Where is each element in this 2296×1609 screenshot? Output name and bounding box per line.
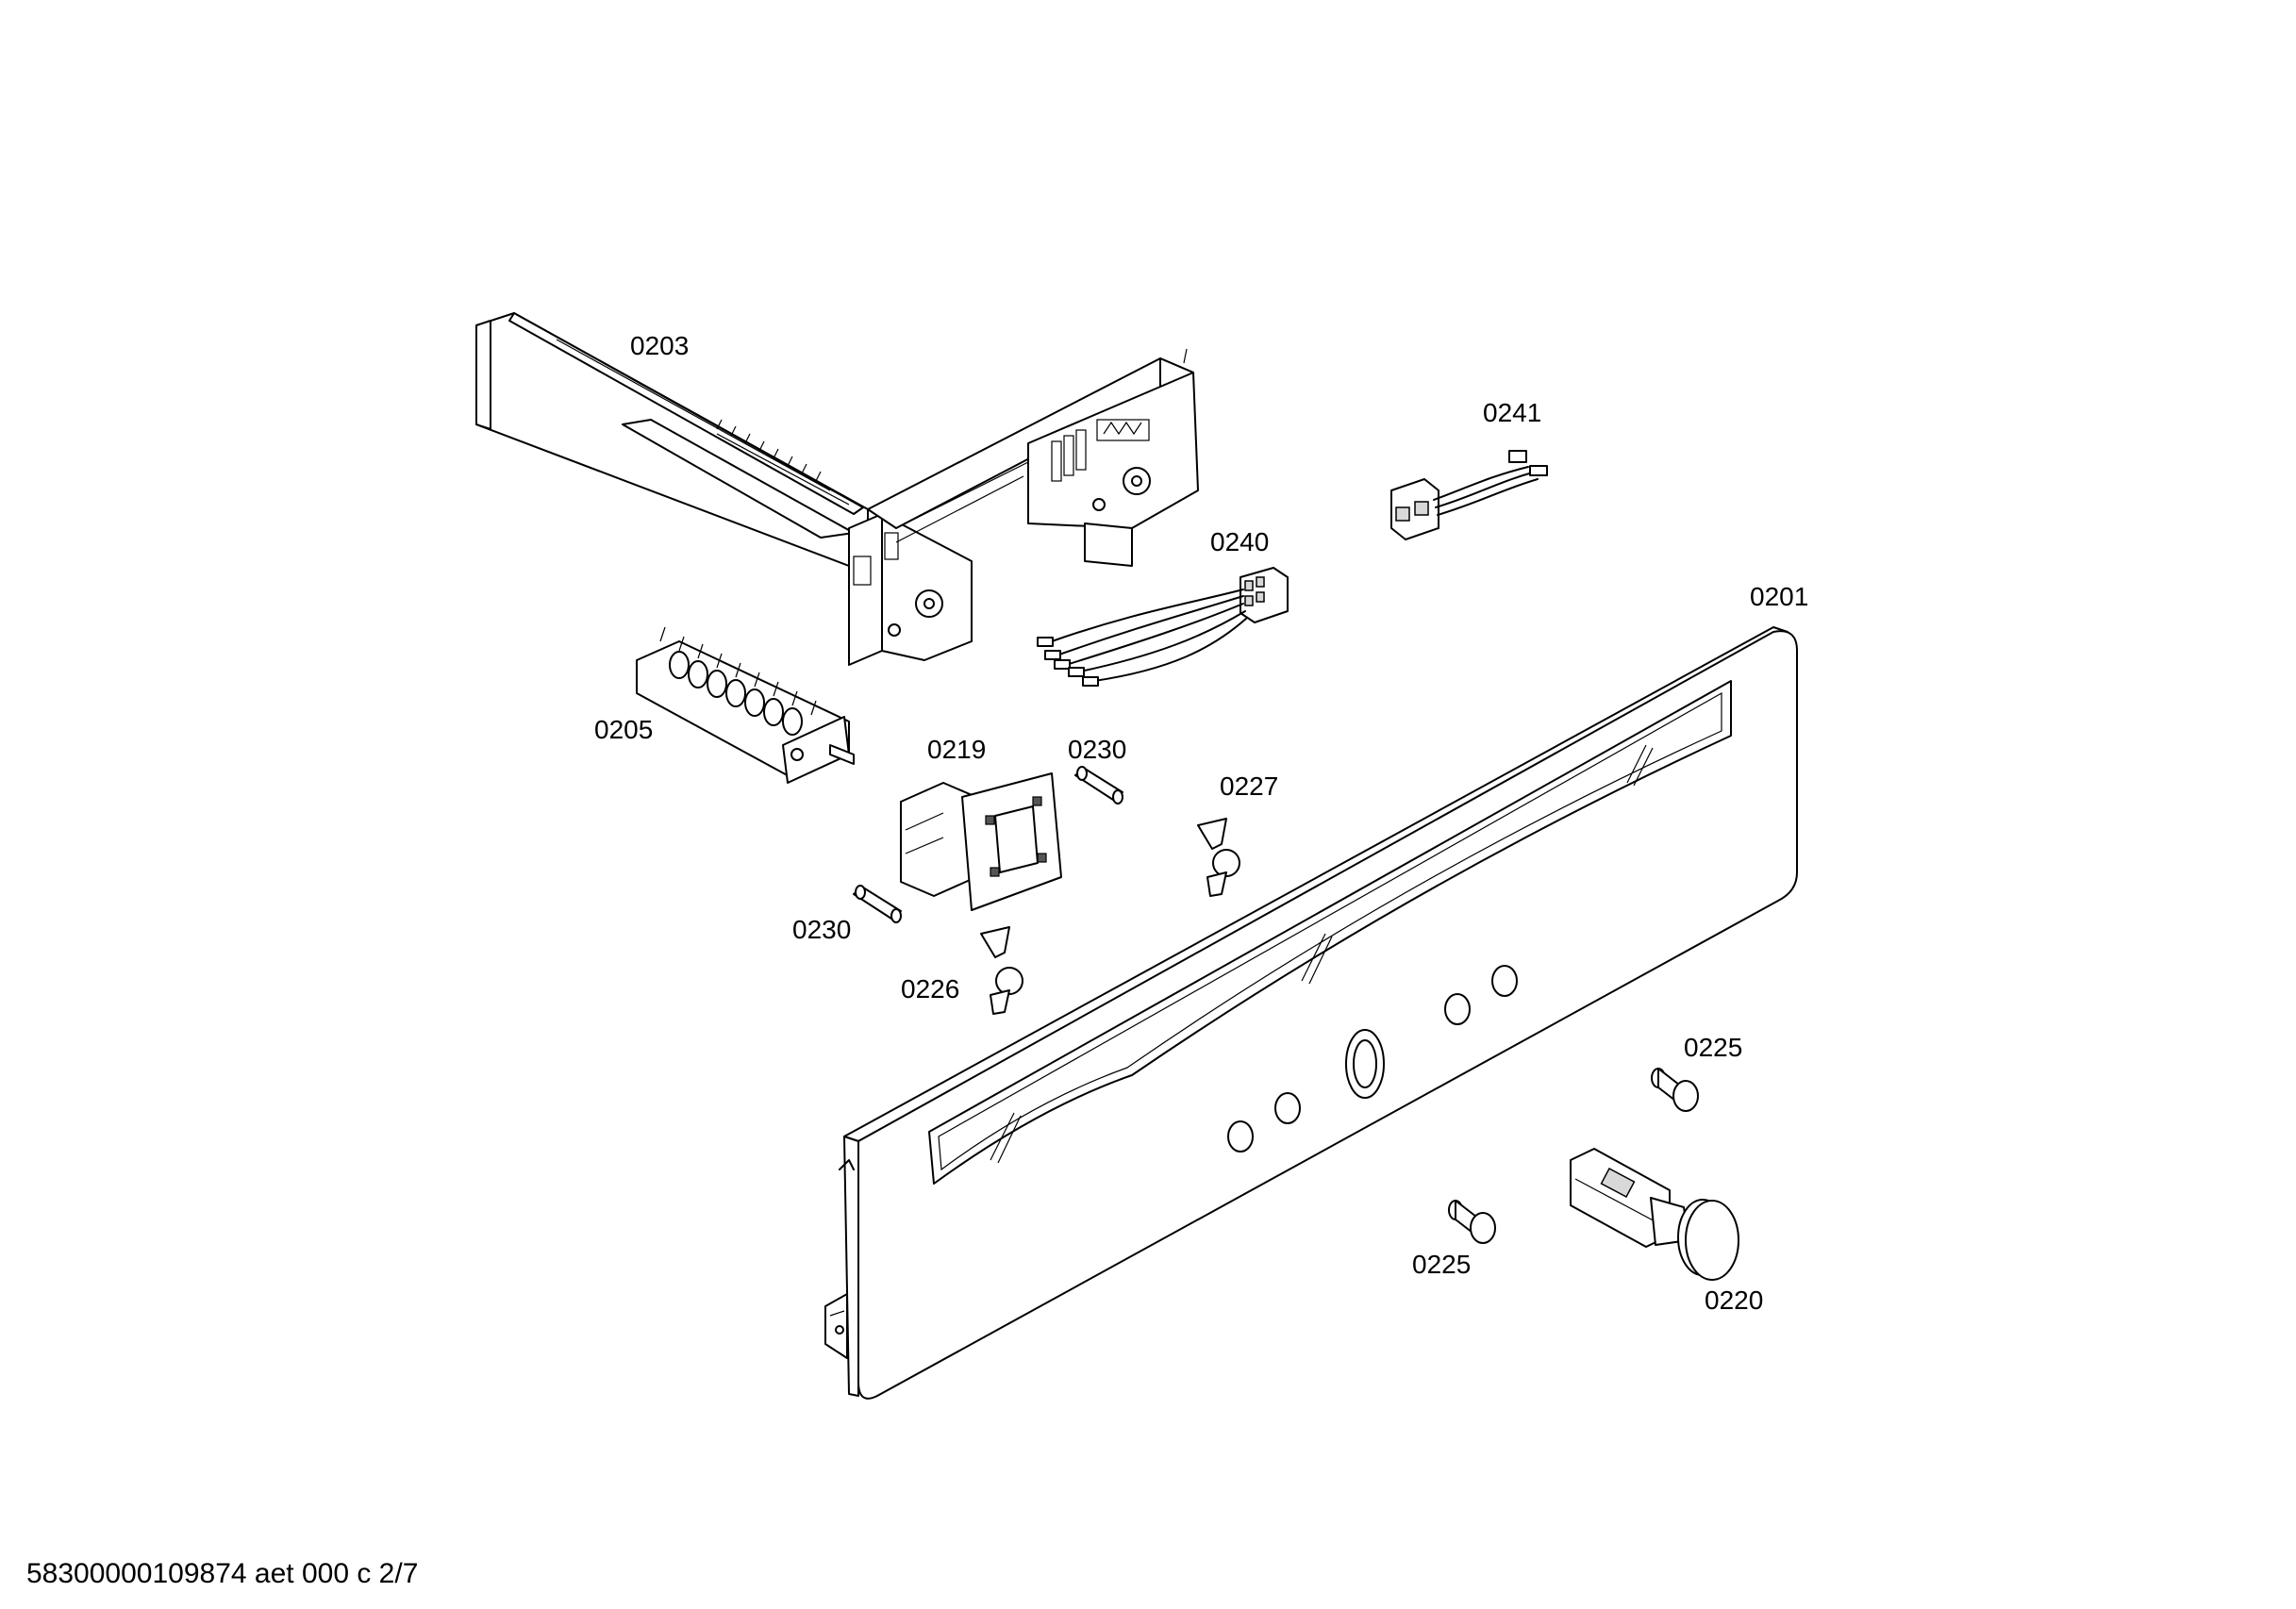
part-0225-spindle-lower	[1448, 1200, 1496, 1244]
part-0225-spindle-upper	[1651, 1068, 1699, 1112]
part-0226-clip	[980, 926, 1023, 1015]
label-0241: 0241	[1483, 398, 1541, 427]
label-0230-lower: 0230	[792, 915, 851, 944]
part-0219-thermostat-bracket	[900, 772, 1062, 911]
label-0203: 0203	[630, 331, 689, 360]
label-0205: 0205	[594, 715, 653, 744]
part-0201-control-panel	[824, 626, 1798, 1400]
label-0219: 0219	[927, 735, 986, 764]
part-0230-fuse-upper	[1074, 766, 1123, 804]
label-0240: 0240	[1210, 527, 1269, 556]
label-0220: 0220	[1705, 1286, 1763, 1315]
label-0226: 0226	[901, 974, 959, 1004]
part-0240-wire-harness	[1037, 567, 1289, 687]
part-0227-clip	[1197, 818, 1240, 897]
part-labels: 0203 0241 0240 0201 0205 0219 0230 0227 …	[594, 331, 1808, 1315]
part-0230-fuse-lower	[853, 885, 902, 923]
part-0203-control-module	[475, 312, 1199, 666]
document-code: 58300000109874 aet 000 c 2/7	[26, 1558, 418, 1589]
label-0225-lower: 0225	[1412, 1250, 1471, 1279]
label-0225-upper: 0225	[1684, 1033, 1742, 1062]
part-0241-cable-connector	[1390, 450, 1548, 540]
label-0201: 0201	[1750, 582, 1808, 611]
label-0230-upper: 0230	[1068, 735, 1126, 764]
part-0220-rotary-knob	[1570, 1148, 1739, 1281]
label-0227: 0227	[1220, 771, 1278, 801]
part-0205-selector-switch	[636, 626, 855, 784]
